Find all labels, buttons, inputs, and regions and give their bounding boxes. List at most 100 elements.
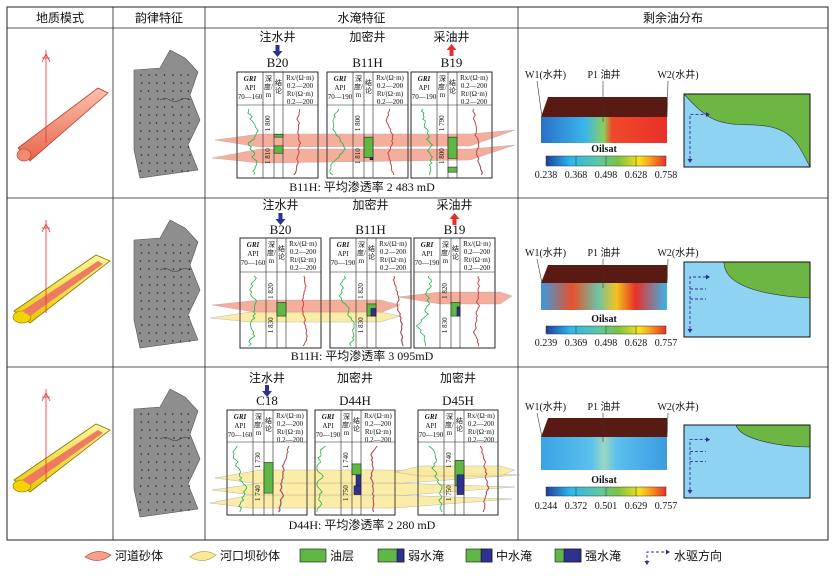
grain-dot: [156, 493, 158, 495]
gr-unit: API: [337, 250, 349, 258]
rx-range: 0.2—200: [365, 420, 392, 428]
grain-dot: [140, 429, 143, 431]
grain-dot: [187, 413, 190, 415]
rhythm-shape: [133, 388, 201, 518]
grain-dot: [187, 146, 190, 148]
gr-range: 70—190: [412, 93, 437, 101]
depth-tick-label: 1 820: [441, 283, 449, 299]
log-panel-border: [417, 409, 499, 516]
grain-dot: [141, 324, 143, 326]
grain-dot: [163, 461, 166, 463]
grain-dot: [148, 106, 150, 108]
gr-curve: [415, 275, 432, 347]
well-symbol-icon: [41, 53, 51, 63]
channel-swatch-icon: [84, 551, 112, 561]
grain-dot: [148, 268, 150, 270]
grain-dot: [179, 122, 182, 124]
grain-dot: [148, 429, 151, 431]
arrowhead-icon: [644, 549, 670, 565]
grain-dot: [172, 509, 174, 511]
grain-dot: [171, 413, 174, 415]
conclusion-label: 结: [275, 78, 282, 87]
grain-dot: [156, 413, 159, 415]
depth-label: m: [269, 257, 275, 265]
rt-curve: [369, 445, 378, 513]
grain-dot: [180, 130, 182, 132]
depth-label: 度/: [441, 248, 450, 257]
grain-dot: [171, 485, 174, 487]
rt-range: 0.2—200: [287, 98, 314, 106]
conclusion-label: 结: [365, 78, 372, 87]
grain-dot: [187, 74, 189, 76]
grain-dot: [187, 469, 190, 471]
grain-dot: [148, 292, 151, 294]
grain-dot: [180, 90, 182, 92]
rt-curve: [392, 275, 404, 347]
grain-dot: [148, 276, 151, 278]
log-panel-border: [236, 71, 319, 179]
conclusion-label: 结: [265, 416, 272, 425]
grain-dot: [140, 453, 143, 455]
grain-dot: [163, 284, 166, 286]
colorbar-tick-label: 0.369: [565, 338, 588, 349]
grain-dot: [165, 477, 167, 479]
grain-dot: [156, 138, 159, 140]
plan-view-water-drive: [683, 93, 811, 168]
grain-dot: [180, 501, 182, 503]
grain-dot: [139, 292, 142, 294]
grain-dot: [147, 453, 150, 455]
well-name: D44H: [339, 393, 371, 408]
rx-label: Rx/(Ω·m): [286, 74, 314, 82]
grain-dot: [147, 501, 150, 503]
conclusion-label: 结: [452, 244, 459, 253]
row-1: 注水井B20加密井B11H采油井B19GRIAPI70—160深度/m结论Rx/…: [16, 29, 811, 194]
remaining-oil-area: [683, 93, 811, 168]
grain-dot: [157, 244, 159, 246]
plan-view-water-drive: [683, 261, 811, 338]
grain-dot: [180, 477, 182, 479]
grain-dot: [156, 130, 159, 132]
legend-label: 水驱方向: [674, 548, 722, 563]
depth-label: 深: [355, 74, 362, 83]
grain-dot: [148, 114, 150, 116]
grain-dot: [188, 453, 190, 455]
grain-dot: [187, 429, 190, 431]
grain-dot: [172, 300, 175, 302]
model-top-face: [541, 418, 667, 437]
grain-dot: [187, 252, 190, 254]
colorbar-tick-label: 0.501: [595, 501, 618, 512]
depth-tick-label: 1 750: [342, 485, 350, 501]
grain-dot: [147, 154, 150, 156]
legend-item-mouthbar: 河口坝砂体: [189, 549, 280, 563]
grain-dot: [188, 340, 191, 342]
grain-dot: [164, 244, 166, 246]
colorbar-label: Oilsat: [591, 314, 617, 325]
grain-dot: [187, 477, 190, 479]
grain-dot: [147, 485, 149, 487]
grain-dot: [171, 453, 173, 455]
grain-dot: [172, 74, 174, 76]
grain-dot: [155, 114, 158, 116]
depth-label: 深: [442, 240, 449, 249]
grain-dot: [181, 154, 183, 156]
gr-range: 70—160: [238, 93, 263, 101]
depth-label: 度/: [438, 82, 447, 91]
model-well-label: W1(水井): [525, 68, 566, 81]
gr-range: 70—190: [415, 259, 440, 267]
gr-curve: [338, 275, 355, 347]
grain-dot: [180, 485, 183, 487]
rx-label: Rx/(Ω·m): [467, 412, 495, 420]
grain-dot: [164, 485, 166, 487]
grain-dot: [172, 324, 174, 326]
grain-dot: [164, 413, 167, 415]
depth-label: 度/: [264, 82, 273, 91]
column-header-flooding: 水淹特征: [337, 10, 385, 25]
grain-dot: [172, 90, 174, 92]
grain-dot: [187, 90, 190, 92]
well-log-tracks: GRIAPI70—190深度/m结论Rx/(Ω·m)0.2—200Rt/(Ω·m…: [314, 409, 396, 516]
grain-dot: [156, 445, 159, 447]
rt-label: Rt/(Ω·m): [377, 90, 404, 98]
grain-dot: [148, 316, 151, 318]
depth-label: 度/: [267, 248, 276, 257]
water-drive-arrow-icon: [690, 451, 706, 463]
